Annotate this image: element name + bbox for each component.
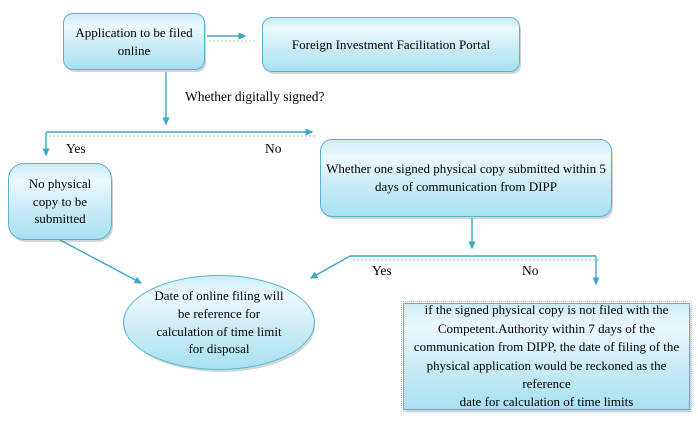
node-no-physical-copy: No physical copy to be submitted — [8, 163, 112, 240]
node-physical-copy-question: Whether one signed physical copy submitt… — [320, 139, 612, 217]
node-physical-filing-date-reference: if the signed physical copy is not filed… — [401, 301, 692, 412]
node-online-filing-date-reference: Date of online filing will be reference … — [123, 275, 315, 370]
edge-label-yes-1: Yes — [66, 141, 86, 156]
edge-label-digitally-signed-question: Whether digitally signed? — [185, 89, 325, 104]
node-application-filed-online: Application to be filed online — [63, 13, 205, 70]
edge-label-yes-2: Yes — [372, 263, 392, 278]
edge-label-no-2: No — [522, 263, 539, 278]
edge-label-no-1: No — [265, 141, 282, 156]
node-foreign-investment-portal: Foreign Investment Facilitation Portal — [262, 17, 520, 72]
